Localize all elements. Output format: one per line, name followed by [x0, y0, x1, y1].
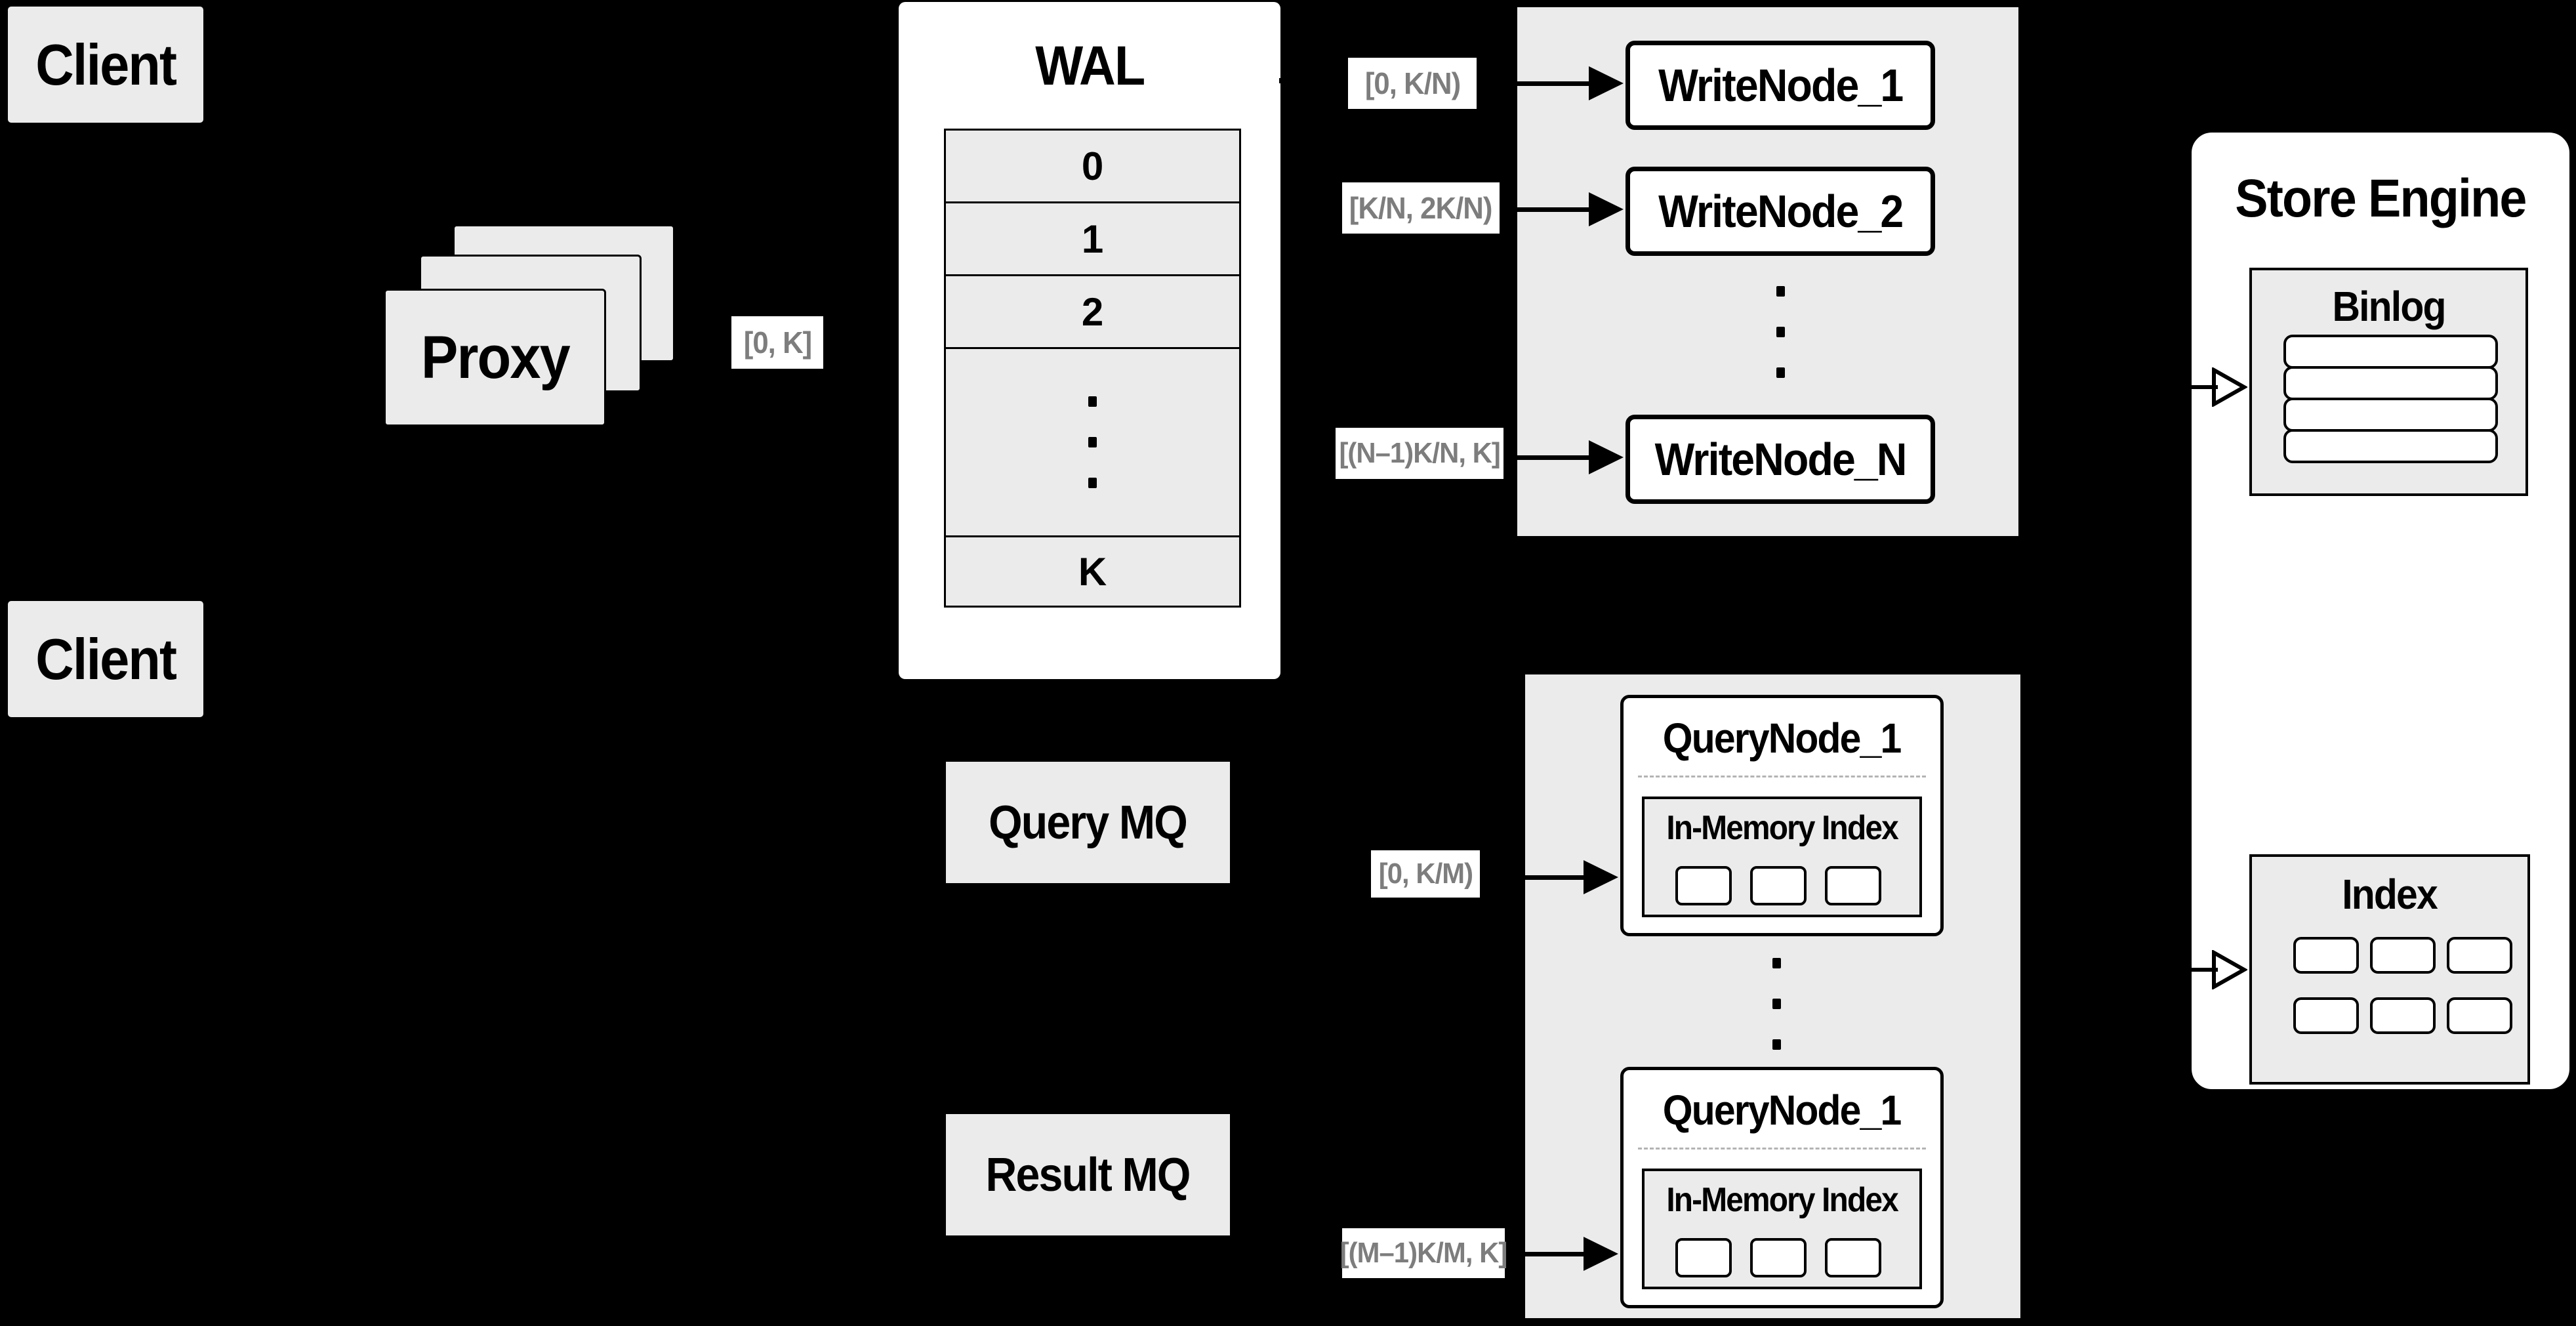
in-memory-index-title: In-Memory Index — [1666, 809, 1898, 847]
write-node-1-box: WriteNode_1 — [1625, 41, 1935, 130]
index-title: Index — [2342, 871, 2438, 918]
arrow-line-to-write-node-2 — [1515, 207, 1589, 212]
store-engine-container: Store Engine Binlog Index — [2188, 129, 2573, 1092]
index-cell — [2293, 997, 2359, 1034]
arrow-line-to-write-node-1 — [1515, 81, 1589, 86]
result-mq-label: Result MQ — [986, 1148, 1191, 1201]
result-mq-box: Result MQ — [946, 1114, 1230, 1235]
wal-ellipsis-row — [944, 347, 1241, 537]
range-label-query-node-bottom: [(M–1)K/M, K] — [1340, 1228, 1507, 1278]
index-cell — [2370, 997, 2436, 1034]
range-label-query-node-top: [0, K/M) — [1371, 850, 1480, 898]
segment-cell — [1675, 866, 1732, 905]
arrowhead-to-write-node-2 — [1589, 192, 1624, 226]
dashed-divider — [1638, 1148, 1926, 1150]
proxy-label: Proxy — [420, 323, 570, 391]
index-cell — [2447, 997, 2512, 1034]
index-box: Index — [2249, 854, 2530, 1085]
binlog-rows — [2283, 335, 2498, 463]
range-label-proxy-out: [0, K] — [731, 316, 823, 369]
arrowhead-to-query-node-top — [1584, 860, 1618, 894]
wal-title: WAL — [1034, 34, 1145, 96]
arrow-line-to-query-node-top — [1523, 875, 1584, 880]
query-node-bottom-box: QueryNode_1 In-Memory Index — [1620, 1067, 1944, 1308]
index-cell — [2370, 937, 2436, 974]
write-node-2-label: WriteNode_2 — [1658, 186, 1904, 237]
query-node-bottom-title: QueryNode_1 — [1663, 1087, 1902, 1134]
ellipsis-dots — [1088, 396, 1097, 488]
segment-cell — [1750, 866, 1807, 905]
segment-cell — [1675, 1238, 1732, 1277]
range-label-write-node-2: [K/N, 2K/N) — [1342, 182, 1500, 234]
binlog-row — [2283, 335, 2498, 369]
binlog-box: Binlog — [2249, 268, 2528, 496]
query-node-group: QueryNode_1 In-Memory Index QueryNode_1 … — [1523, 673, 2022, 1320]
dot — [1772, 999, 1781, 1009]
wal-segment-row: 0 — [944, 129, 1241, 203]
write-node-1-label: WriteNode_1 — [1658, 60, 1904, 111]
binlog-row — [2283, 429, 2498, 463]
query-node-top-title: QueryNode_1 — [1663, 715, 1902, 762]
in-memory-index-box: In-Memory Index — [1642, 1169, 1922, 1289]
write-node-n-label: WriteNode_N — [1654, 434, 1908, 485]
dot — [1776, 367, 1785, 378]
arrow-line-to-binlog — [2190, 385, 2218, 389]
ellipsis-dots — [1776, 286, 1785, 378]
segment-cell — [1750, 1238, 1807, 1277]
wal-container: WAL 0 1 2 K — [899, 2, 1280, 679]
query-node-top-box: QueryNode_1 In-Memory Index — [1620, 695, 1944, 936]
wal-segment-row: K — [944, 535, 1241, 608]
arrow-line-to-index — [2190, 968, 2218, 972]
in-memory-index-box: In-Memory Index — [1642, 797, 1922, 917]
dot — [1772, 958, 1781, 968]
client-box-bottom: Client — [6, 599, 205, 719]
binlog-title: Binlog — [2332, 283, 2446, 330]
dashed-divider — [1638, 776, 1926, 777]
write-node-2-box: WriteNode_2 — [1625, 167, 1935, 256]
dot — [1776, 327, 1785, 337]
wal-segment-row: 1 — [944, 201, 1241, 276]
binlog-row — [2283, 398, 2498, 432]
write-node-n-box: WriteNode_N — [1625, 415, 1935, 504]
client-box-top: Client — [6, 5, 205, 125]
store-engine-title: Store Engine — [2235, 169, 2527, 228]
segment-cell — [1825, 1238, 1881, 1277]
write-node-group: WriteNode_1 WriteNode_2 WriteNode_N — [1515, 5, 2020, 538]
ellipsis-dots — [1772, 958, 1781, 1050]
index-cell — [2447, 937, 2512, 974]
client-top-label: Client — [35, 31, 177, 97]
index-cell — [2293, 937, 2359, 974]
arrowhead-to-query-node-bottom — [1584, 1237, 1618, 1271]
query-mq-label: Query MQ — [989, 796, 1189, 849]
arrow-line-to-write-node-n — [1515, 455, 1589, 460]
in-memory-index-title: In-Memory Index — [1666, 1181, 1898, 1219]
proxy-box: Proxy — [384, 289, 606, 426]
range-label-write-node-1: [0, K/N) — [1348, 58, 1477, 109]
client-bottom-label: Client — [35, 626, 177, 692]
dot — [1088, 396, 1097, 407]
dot — [1772, 1039, 1781, 1050]
range-label-write-node-n: [(N–1)K/N, K] — [1336, 428, 1503, 479]
arrowhead-to-write-node-n — [1589, 440, 1624, 474]
binlog-row — [2283, 366, 2498, 400]
arrow-line-to-query-node-bottom — [1523, 1252, 1584, 1256]
dot — [1088, 437, 1097, 447]
segment-cell — [1825, 866, 1881, 905]
wal-connector-stub — [1279, 78, 1289, 83]
wal-segment-table: 0 1 2 K — [944, 129, 1241, 608]
query-mq-box: Query MQ — [946, 762, 1230, 883]
dot — [1776, 286, 1785, 297]
dot — [1088, 478, 1097, 488]
arrowhead-to-write-node-1 — [1589, 66, 1624, 100]
wal-segment-row: 2 — [944, 274, 1241, 349]
